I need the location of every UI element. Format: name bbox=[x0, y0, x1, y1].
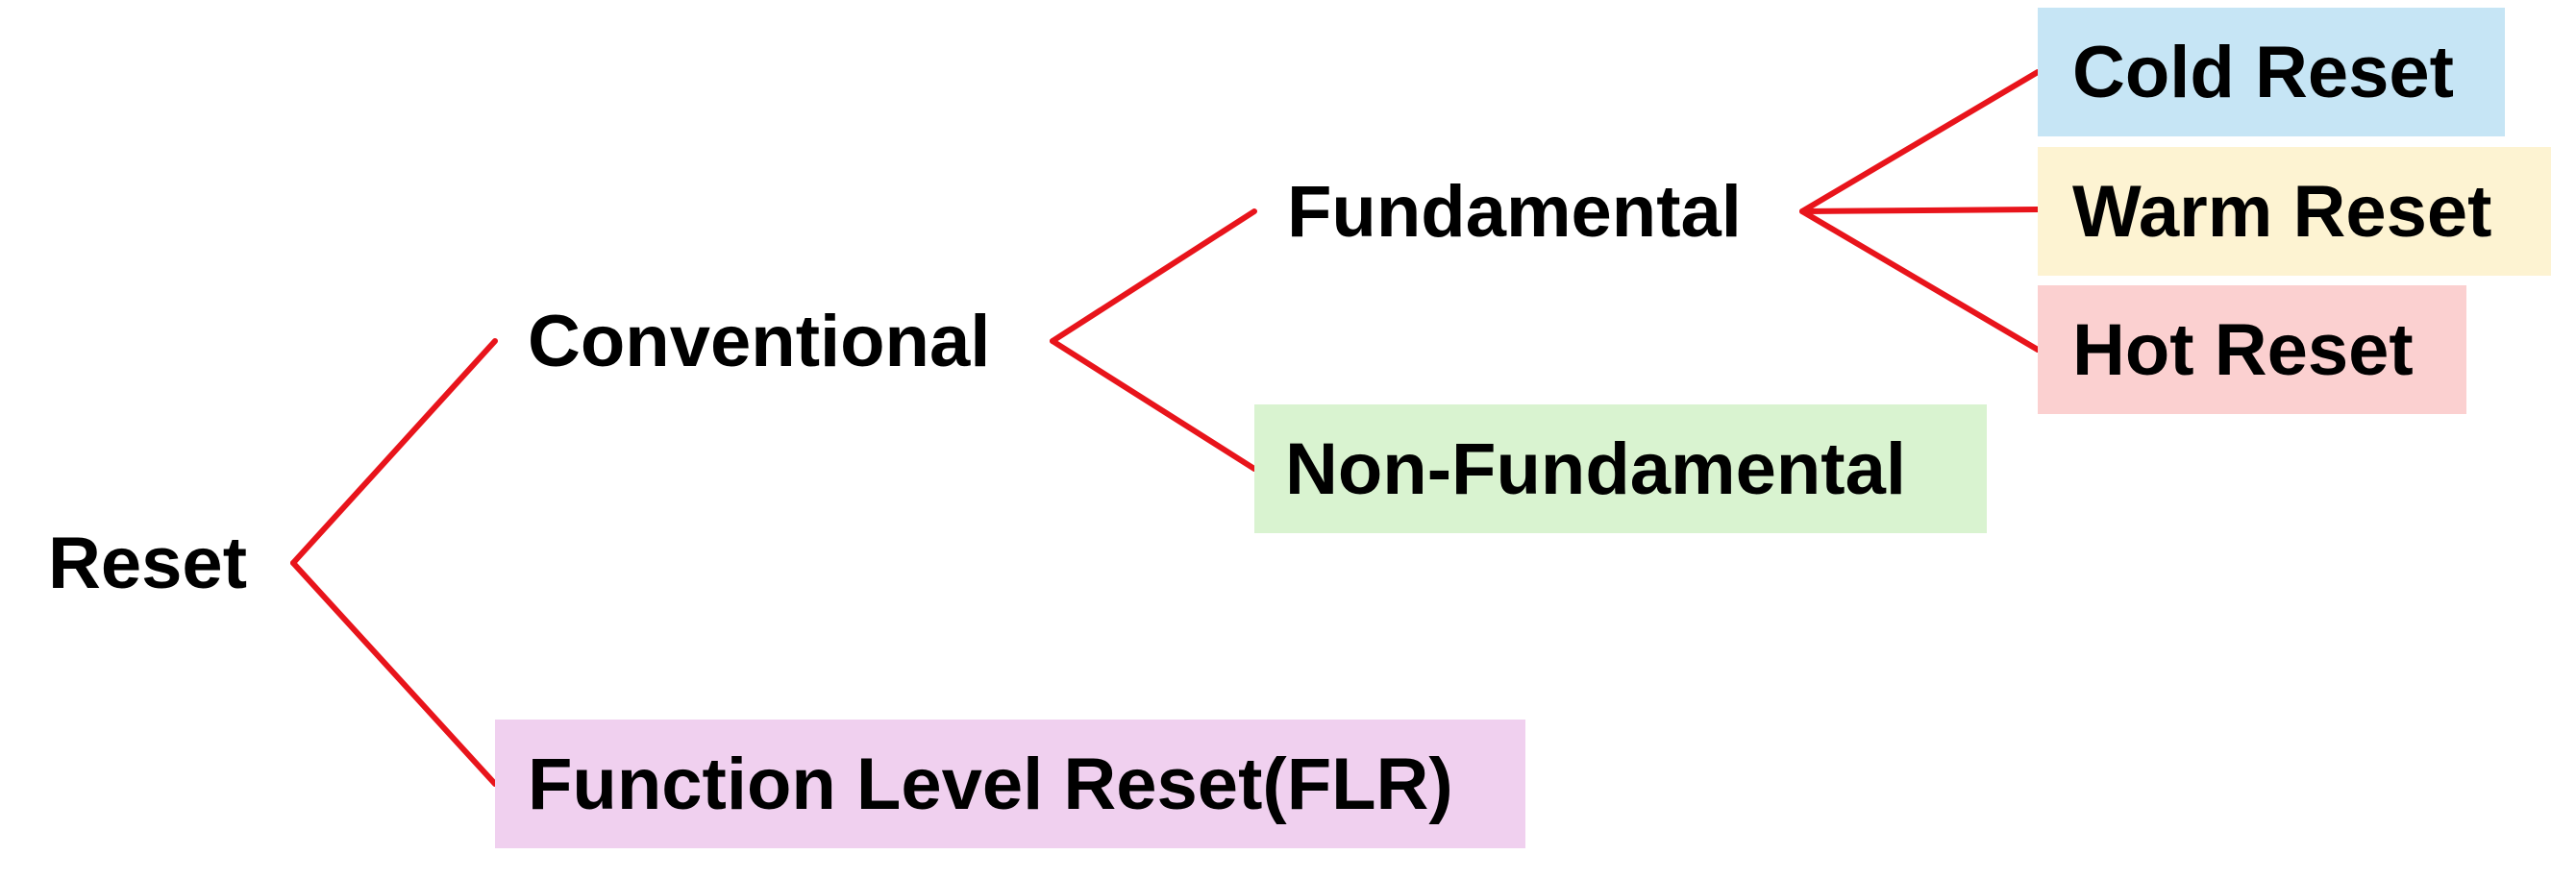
node-fundamental-label: Fundamental bbox=[1287, 170, 1742, 253]
edge-fundamental-warm bbox=[1799, 207, 2041, 214]
node-cold-reset-label: Cold Reset bbox=[2072, 31, 2454, 113]
edge-fundamental-hot bbox=[1799, 208, 2041, 353]
node-hot-reset: Hot Reset bbox=[2038, 285, 2466, 414]
node-function-level-reset: Function Level Reset(FLR) bbox=[495, 720, 1525, 848]
node-reset: Reset bbox=[38, 499, 279, 627]
node-non-fundamental-label: Non-Fundamental bbox=[1285, 427, 1906, 510]
edge-reset-conventional bbox=[290, 338, 498, 566]
edge-reset-flr bbox=[290, 560, 498, 787]
edge-fundamental-cold bbox=[1799, 69, 2041, 214]
node-warm-reset-label: Warm Reset bbox=[2072, 170, 2492, 253]
node-fundamental: Fundamental bbox=[1254, 147, 1793, 276]
node-warm-reset: Warm Reset bbox=[2038, 147, 2551, 276]
edge-conventional-fundamental bbox=[1050, 208, 1257, 344]
node-non-fundamental: Non-Fundamental bbox=[1254, 404, 1987, 533]
node-cold-reset: Cold Reset bbox=[2038, 8, 2505, 136]
edge-conventional-non-fundamental bbox=[1050, 338, 1257, 472]
node-hot-reset-label: Hot Reset bbox=[2072, 308, 2414, 391]
node-reset-label: Reset bbox=[48, 522, 247, 604]
node-conventional: Conventional bbox=[495, 277, 1033, 405]
node-conventional-label: Conventional bbox=[528, 300, 991, 382]
node-function-level-reset-label: Function Level Reset(FLR) bbox=[528, 743, 1453, 825]
